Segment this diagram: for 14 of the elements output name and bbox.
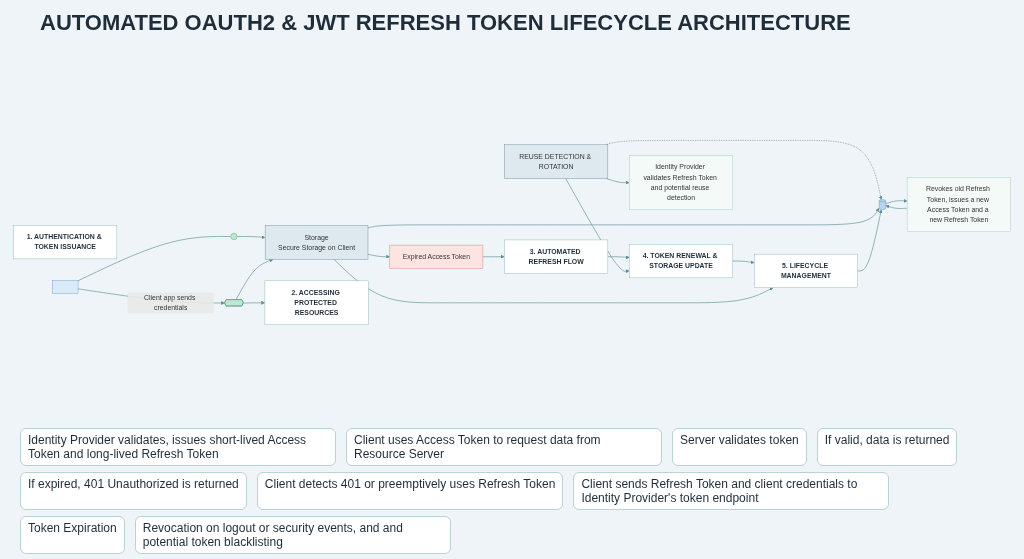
step-note: If valid, data is returned bbox=[816, 428, 958, 466]
connector bbox=[77, 236, 232, 282]
step-note: Client uses Access Token to request data from Resource Server bbox=[346, 428, 662, 466]
step-note: Client detects 401 or preemptively uses Refresh Token bbox=[256, 472, 564, 510]
step-note: Token Expiration bbox=[20, 516, 125, 554]
diagram-title: AUTOMATED OAUTH2 & JWT REFRESH TOKEN LIFECYCLE ARCHITECTURE bbox=[40, 10, 851, 36]
step-note: Client sends Refresh Token and client credentials to Identity Provider's token endpoint bbox=[573, 472, 890, 510]
node-phone bbox=[52, 280, 79, 294]
node-cylinder bbox=[878, 199, 886, 211]
step-note: Identity Provider validates, issues short-lived Access Token and long-lived Refresh Token bbox=[20, 428, 336, 466]
step-note: Revocation on logout or security events, and and potential token blacklisting bbox=[134, 516, 451, 554]
step-note: Server validates token bbox=[672, 428, 807, 466]
step-note: If expired, 401 Unauthorized is returned bbox=[20, 472, 247, 510]
node-key bbox=[230, 233, 238, 241]
